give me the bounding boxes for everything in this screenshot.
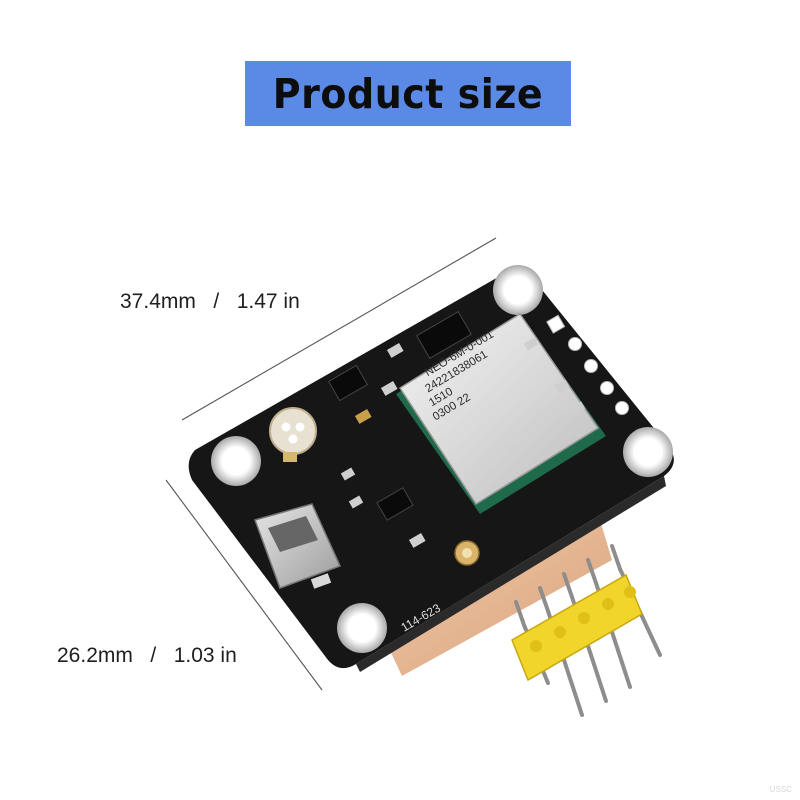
antenna-copper-edge [385, 520, 612, 676]
pin-header [511, 544, 662, 717]
banner-title: Product size [272, 69, 544, 118]
pin-pads [546, 314, 629, 415]
gps-chip-shield: NEO-6M-0-001 24221838061 1510 0300 22 [396, 312, 606, 514]
height-dimension-label: 26.2mm / 1.03 in [57, 644, 237, 667]
mount-holes [211, 265, 673, 653]
smd-components [296, 311, 586, 548]
height-dimension-line [165, 479, 323, 691]
title-banner: Product size [245, 61, 571, 126]
backup-battery [269, 407, 317, 462]
width-dimension-line [181, 237, 497, 421]
micro-usb-port [254, 503, 342, 589]
width-dimension-label: 37.4mm / 1.47 in [120, 290, 300, 313]
watermark-text: USSC [769, 785, 792, 794]
ufl-connector [454, 540, 480, 566]
